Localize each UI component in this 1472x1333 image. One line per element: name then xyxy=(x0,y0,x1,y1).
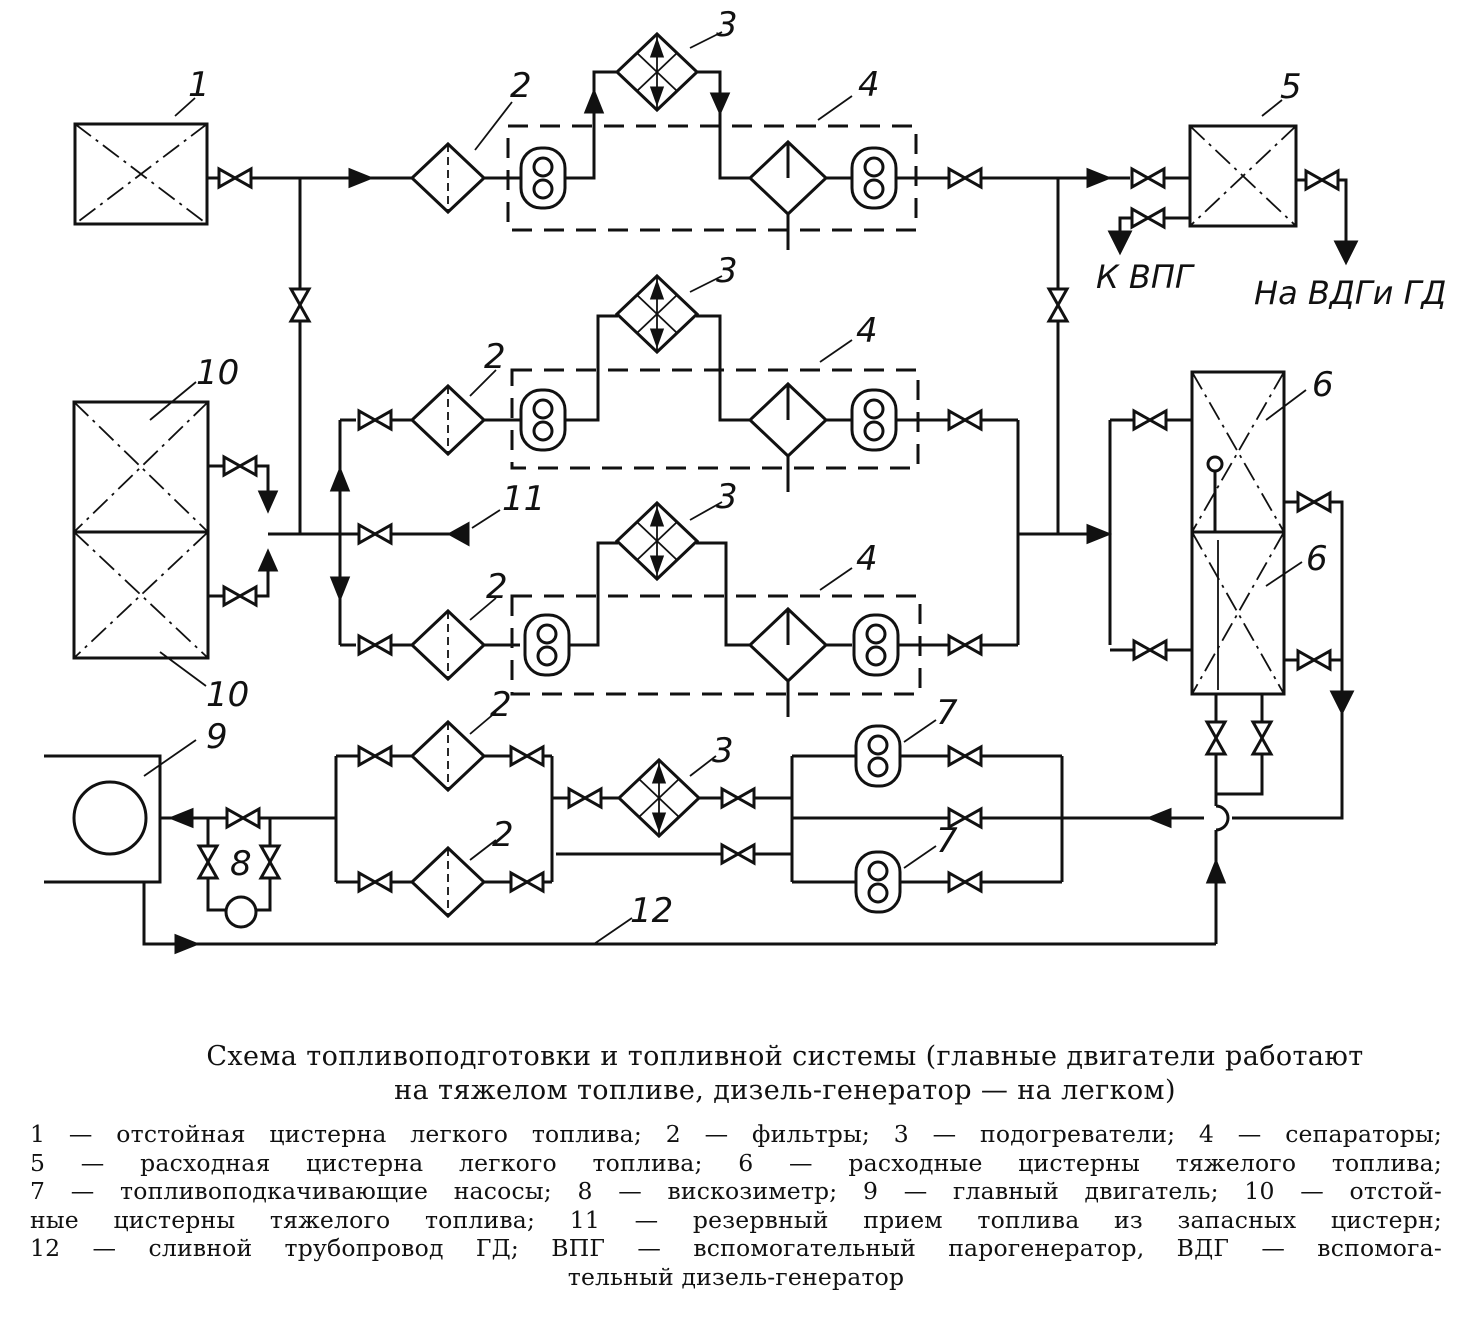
valve-icon[interactable] xyxy=(1296,491,1332,513)
svg-text:8: 8 xyxy=(230,844,252,884)
svg-text:4: 4 xyxy=(858,65,880,105)
flow-arrow-icon xyxy=(167,807,194,829)
svg-text:10: 10 xyxy=(196,353,239,393)
valve-icon[interactable] xyxy=(567,787,603,809)
figure-title-line-2: на тяжелом топливе, дизель-генератор — н… xyxy=(394,1075,1176,1106)
valve-icon[interactable] xyxy=(357,523,393,545)
valve-icon[interactable] xyxy=(947,167,983,189)
valve-icon[interactable] xyxy=(947,871,983,893)
svg-text:3: 3 xyxy=(712,731,734,771)
valve-icon[interactable] xyxy=(720,843,756,865)
svg-text:4: 4 xyxy=(856,311,878,351)
svg-text:6: 6 xyxy=(1306,539,1328,579)
viscosimeter-icon xyxy=(224,895,258,929)
settling-tanks-heavy-fuel: 10 10 xyxy=(72,353,249,715)
svg-text:9: 9 xyxy=(206,717,228,757)
flow-arrow-icon xyxy=(257,490,279,514)
legend-line: 1 — отстойная цистерна легкого топлива; … xyxy=(30,1120,1442,1148)
svg-text:7: 7 xyxy=(936,821,958,861)
valve-icon[interactable] xyxy=(1304,169,1340,191)
separator-unit-lower: 2 3 4 xyxy=(357,477,922,717)
flow-arrow-icon xyxy=(1205,857,1227,884)
figure-title-line-1: Схема топливоподготовки и топливной сист… xyxy=(206,1041,1364,1072)
svg-text:На ВДГи ГД: На ВДГи ГД xyxy=(1254,274,1446,312)
svg-text:1: 1 xyxy=(188,65,210,105)
flow-arrow-icon xyxy=(257,548,279,572)
flow-arrow-icon xyxy=(329,576,351,603)
svg-text:4: 4 xyxy=(856,539,878,579)
fuel-system-diagram: 1 2 3 4 К ВПГ xyxy=(44,5,1446,955)
legend-line: 7 — топливоподкачивающие насосы; 8 — вис… xyxy=(30,1177,1442,1205)
legend-line: тельный дизель-генератор xyxy=(567,1262,905,1291)
flow-arrow-icon xyxy=(1145,807,1172,829)
svg-text:2: 2 xyxy=(492,815,514,855)
svg-text:3: 3 xyxy=(716,477,738,517)
main-engine: 9 xyxy=(44,717,228,884)
service-tank-light-fuel: 5 xyxy=(1188,67,1302,228)
valve-icon[interactable] xyxy=(1132,409,1168,431)
flow-arrow-icon xyxy=(1333,240,1359,266)
heater-icon xyxy=(617,758,701,838)
svg-text:10: 10 xyxy=(206,675,249,715)
figure-legend: 1 — отстойная цистерна легкого топлива; … xyxy=(30,1120,1442,1291)
valve-icon[interactable] xyxy=(225,807,261,829)
svg-text:2: 2 xyxy=(490,685,512,725)
valve-icon[interactable] xyxy=(222,455,258,477)
valve-icon[interactable] xyxy=(197,844,219,880)
settling-tank-light-fuel: 1 xyxy=(73,65,210,226)
svg-text:12: 12 xyxy=(630,891,673,931)
flow-arrow-icon xyxy=(174,933,201,955)
svg-text:11: 11 xyxy=(502,479,545,519)
flow-arrow-icon xyxy=(1086,523,1113,545)
valve-icon[interactable] xyxy=(1132,639,1168,661)
valve-icon[interactable] xyxy=(217,167,253,189)
valve-icon[interactable] xyxy=(289,287,311,323)
legend-line: 5 — расходная цистерна легкого топлива; … xyxy=(30,1148,1442,1177)
flow-arrow-icon xyxy=(1329,690,1355,716)
svg-text:7: 7 xyxy=(936,693,958,733)
figure-title: Схема топливоподготовки и топливной сист… xyxy=(150,1040,1420,1108)
valve-icon[interactable] xyxy=(947,409,983,431)
valve-icon[interactable] xyxy=(1296,649,1332,671)
valve-icon[interactable] xyxy=(357,745,393,767)
valve-icon[interactable] xyxy=(1205,720,1227,756)
svg-text:3: 3 xyxy=(716,5,738,45)
valve-icon[interactable] xyxy=(357,871,393,893)
valve-icon[interactable] xyxy=(1130,167,1166,189)
svg-text:2: 2 xyxy=(510,66,532,106)
svg-text:3: 3 xyxy=(716,251,738,291)
flow-arrow-icon xyxy=(1086,167,1113,189)
svg-text:К ВПГ: К ВПГ xyxy=(1096,258,1195,296)
valve-icon[interactable] xyxy=(720,787,756,809)
svg-text:5: 5 xyxy=(1280,67,1302,107)
svg-text:2: 2 xyxy=(486,567,508,607)
valve-icon[interactable] xyxy=(222,585,258,607)
booster-pump-icon xyxy=(854,724,902,788)
flow-arrow-icon xyxy=(1107,230,1133,256)
valve-icon[interactable] xyxy=(509,871,545,893)
legend-line: 12 — сливной трубопровод ГД; ВПГ — вспом… xyxy=(30,1234,1442,1262)
booster-pump-icon xyxy=(854,850,902,914)
valve-icon[interactable] xyxy=(1251,720,1273,756)
valve-icon[interactable] xyxy=(509,745,545,767)
valve-icon[interactable] xyxy=(947,634,983,656)
flow-arrow-icon xyxy=(329,465,351,492)
service-tanks-heavy-fuel: 6 6 xyxy=(1190,365,1334,696)
valve-icon[interactable] xyxy=(259,844,281,880)
flow-arrow-icon xyxy=(348,167,375,189)
valve-icon[interactable] xyxy=(1130,207,1166,229)
svg-text:6: 6 xyxy=(1312,365,1334,405)
legend-line: ные цистерны тяжелого топлива; 11 — резе… xyxy=(30,1205,1442,1234)
separator-unit-top: 2 3 4 xyxy=(410,5,918,250)
reserve-intake-arrow-icon xyxy=(446,521,470,547)
valve-icon[interactable] xyxy=(1047,287,1069,323)
svg-text:2: 2 xyxy=(484,337,506,377)
separator-unit-middle: 2 3 4 xyxy=(357,251,920,492)
valve-icon[interactable] xyxy=(947,745,983,767)
